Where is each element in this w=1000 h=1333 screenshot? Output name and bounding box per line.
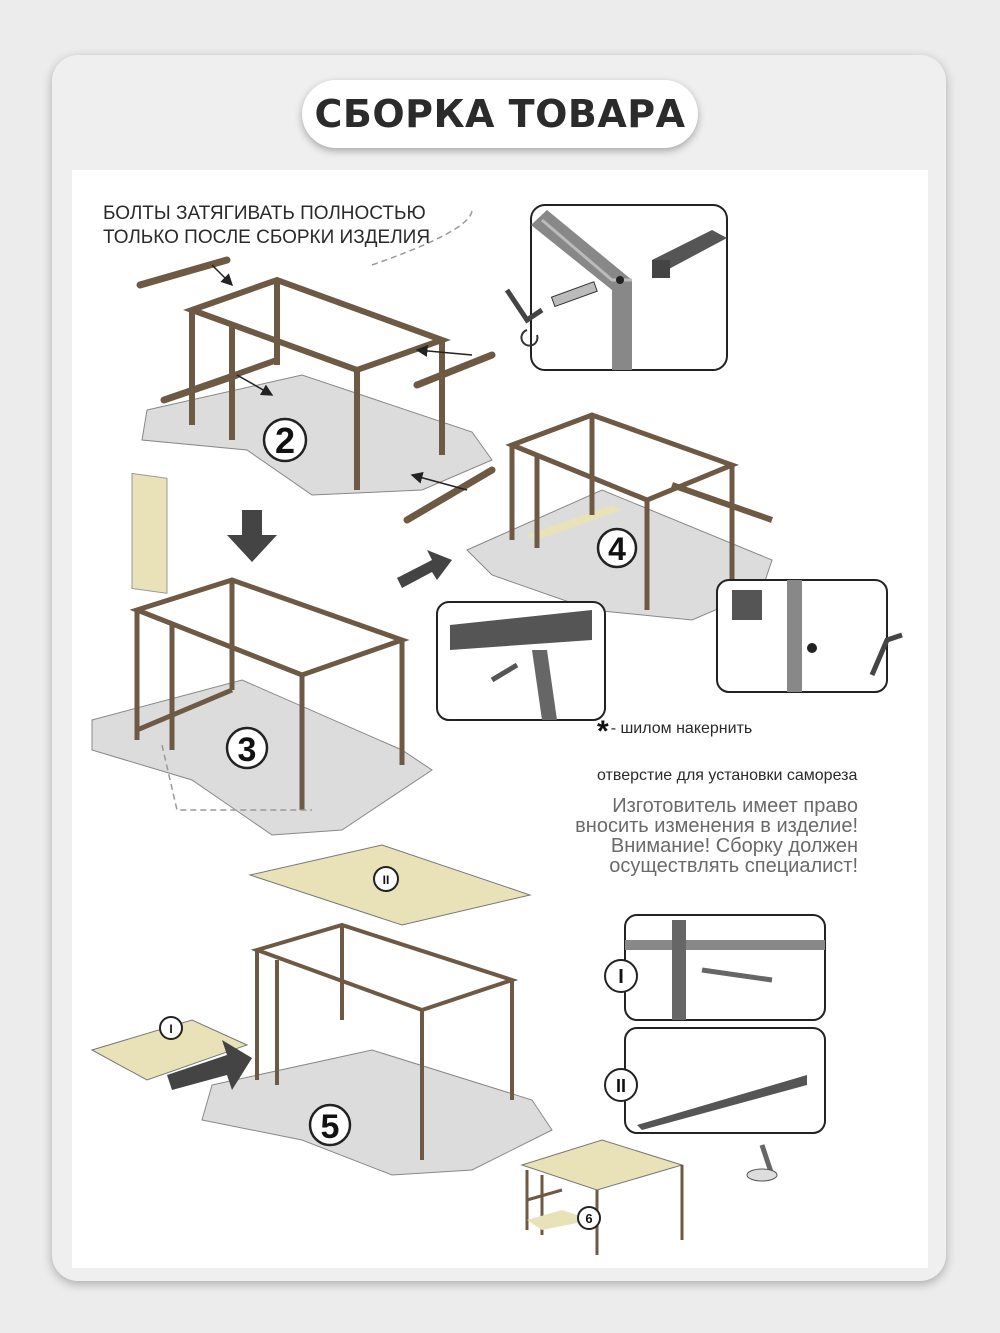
- detail-leg-bolt: [716, 579, 903, 693]
- right-arrow-icon: [397, 550, 452, 588]
- right-arrow-icon: [167, 1040, 252, 1090]
- down-arrow-icon: [227, 510, 277, 562]
- detail-shelf-label: I: [618, 966, 624, 988]
- wood-screw-icon: [746, 1144, 778, 1182]
- screw-icon: [490, 662, 519, 683]
- part-top-label: II: [383, 873, 390, 887]
- wood-screw-icon: [701, 967, 773, 983]
- page-title: СБОРКА ТОВАРА: [314, 92, 686, 136]
- asterisk-icon: *: [597, 715, 609, 748]
- hex-key-icon: [504, 288, 544, 324]
- detail-top-screw: II: [604, 1027, 826, 1182]
- bolt-icon: [550, 281, 598, 308]
- step-3-label: 3: [238, 731, 257, 769]
- detail-side-screw: [436, 601, 606, 721]
- step-4-diagram: 4: [466, 412, 773, 621]
- awl-note-line2: отверстие для установки самореза: [597, 767, 858, 784]
- part-shelf-label: I: [169, 1022, 172, 1036]
- step-5-label: 5: [321, 1108, 340, 1146]
- manufacturer-note: Изготовитель имеет право вносить изменен…: [575, 795, 858, 877]
- title-badge: СБОРКА ТОВАРА: [302, 80, 698, 148]
- detail-top-label: II: [616, 1076, 626, 1096]
- step-6-diagram: 6: [520, 1139, 684, 1255]
- hex-key-icon: [869, 632, 903, 676]
- assembly-illustration: 2 3: [90, 204, 903, 1255]
- step-5-diagram: II I 5: [90, 844, 553, 1176]
- step-2-label: 2: [275, 420, 295, 461]
- bolts-note: БОЛТЫ ЗАТЯГИВАТЬ ПОЛНОСТЬЮ ТОЛЬКО ПОСЛЕ …: [103, 203, 431, 248]
- step-6-label: 6: [585, 1211, 592, 1226]
- awl-note-line1: - шилом накернить: [610, 720, 753, 737]
- awl-note: *- шилом накернить отверстие для установ…: [597, 696, 857, 787]
- detail-shelf-screw: I: [604, 914, 826, 1021]
- detail-corner-bolt: [504, 204, 728, 371]
- step-2-diagram: 2: [136, 209, 496, 524]
- step-3-diagram: 3: [91, 472, 433, 836]
- rotate-icon: [520, 329, 539, 347]
- step-4-label: 4: [608, 531, 626, 567]
- assembly-sheet: 2 3: [72, 170, 928, 1268]
